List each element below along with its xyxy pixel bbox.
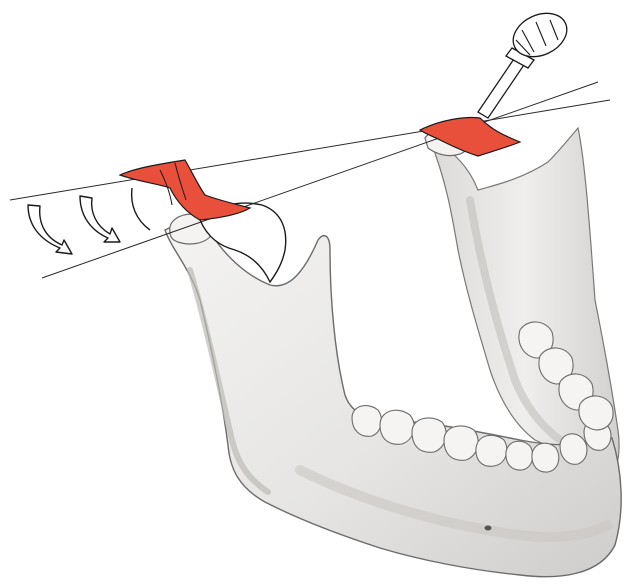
tooth — [532, 443, 559, 472]
tooth — [444, 426, 478, 460]
tooth — [352, 406, 381, 437]
tooth — [412, 418, 446, 452]
tooth — [380, 410, 414, 444]
tooth — [476, 435, 507, 466]
tooth — [506, 441, 533, 470]
tooth — [560, 434, 587, 464]
mental-foramen — [485, 526, 492, 531]
